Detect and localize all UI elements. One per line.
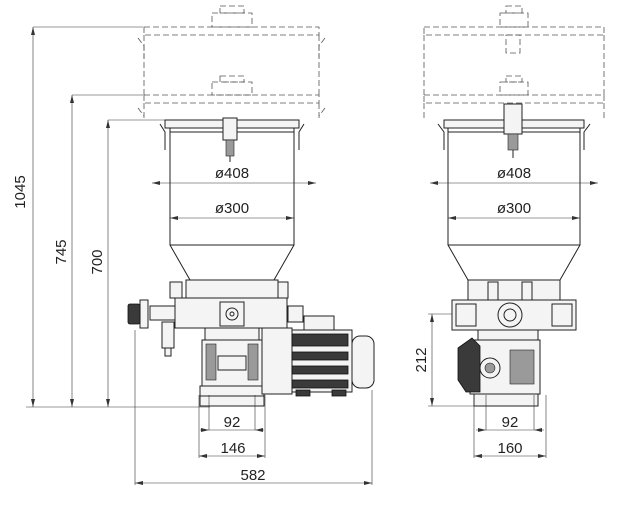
left-motor bbox=[261, 315, 375, 397]
dim-height-mid-label: 745 bbox=[53, 239, 70, 264]
left-base-outer-width-label: 146 bbox=[220, 440, 245, 457]
left-bottom-dims bbox=[134, 330, 373, 485]
right-base-inner-width-label: 92 bbox=[502, 414, 519, 431]
right-extension-tank-upper bbox=[423, 5, 605, 95]
left-pump-assembly bbox=[127, 279, 304, 357]
right-extension-tank-middle bbox=[423, 75, 605, 120]
right-view: ø408 ø300 bbox=[413, 5, 605, 458]
overall-width-label: 582 bbox=[240, 467, 265, 484]
right-base-outer-width-label: 160 bbox=[497, 440, 522, 457]
right-tank-inner-diameter-label: ø300 bbox=[497, 200, 531, 217]
right-bottom-dims bbox=[473, 395, 547, 458]
right-pump-height-dim bbox=[428, 313, 474, 407]
left-view: 1045 745 700 bbox=[12, 5, 375, 485]
dim-total-height-label: 1045 bbox=[12, 175, 29, 208]
right-gearbox bbox=[457, 329, 541, 407]
right-main-tank bbox=[437, 103, 591, 281]
left-main-tank bbox=[159, 117, 305, 281]
right-diameter-dims bbox=[430, 181, 598, 220]
left-base-inner-width-label: 92 bbox=[224, 414, 241, 431]
left-vertical-dimensions bbox=[26, 26, 210, 408]
right-pump-height-label: 212 bbox=[413, 347, 430, 372]
right-pump-assembly bbox=[451, 279, 577, 331]
left-diameter-dims bbox=[152, 181, 316, 220]
left-gearbox bbox=[199, 327, 265, 407]
dim-height-low-label: 700 bbox=[89, 249, 106, 274]
left-extension-tank-upper bbox=[137, 5, 326, 95]
right-tank-outer-diameter-label: ø408 bbox=[497, 165, 531, 182]
left-extension-tank-middle bbox=[137, 75, 326, 120]
left-tank-outer-diameter-label: ø408 bbox=[215, 165, 249, 182]
left-tank-inner-diameter-label: ø300 bbox=[215, 200, 249, 217]
